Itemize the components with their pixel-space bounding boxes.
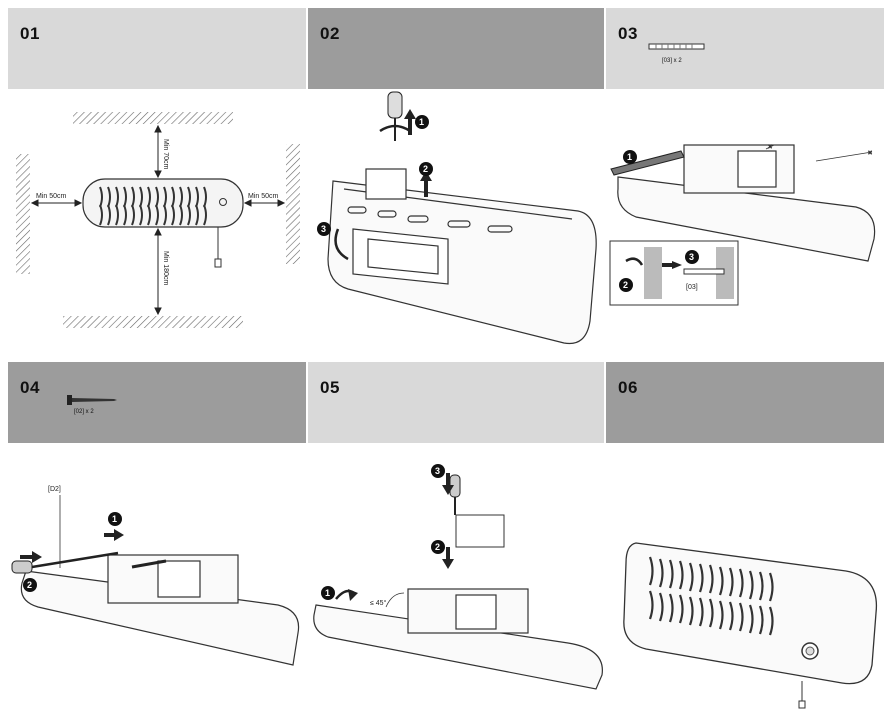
- step-number-01: 01: [20, 24, 40, 43]
- svg-text:2: 2: [435, 542, 440, 552]
- angle-arc: [385, 592, 405, 608]
- heater-front-view: [82, 178, 244, 268]
- step-header-02: 02: [308, 8, 604, 89]
- arrow-icons: [20, 529, 124, 563]
- rotate-arrow-icon: [334, 124, 411, 261]
- step-number-06: 06: [618, 378, 638, 397]
- clearance-diagram: Min 50cm Min 50cm Min 70cm Min 180cm: [16, 112, 300, 328]
- step-number-03: 03: [618, 24, 638, 43]
- floor-hatch: [63, 316, 243, 328]
- wall-plug-icon: [648, 43, 705, 50]
- clearance-right-label: Min 50cm: [248, 193, 279, 200]
- step-panel-03: 03 [03] x 2 × ×: [606, 8, 884, 358]
- screwdriver-icon: [387, 91, 403, 141]
- step-header-03: 03 [03] x 2: [606, 8, 884, 89]
- svg-text:1: 1: [419, 117, 424, 127]
- detail-part-label: [03]: [686, 284, 698, 291]
- callout-label: [D2]: [48, 486, 61, 493]
- mounting-bracket: [352, 168, 449, 285]
- heater-on-wall: [617, 144, 876, 262]
- step-panel-04: 04 [02] x 2 [D2] 1: [8, 362, 306, 710]
- svg-text:1: 1: [112, 514, 117, 524]
- down-arrow-icons: [442, 473, 454, 569]
- step-header-06: 06: [606, 362, 884, 443]
- step-panel-02: 02: [308, 8, 604, 358]
- screw-fixing-illustration: [D2] 1 2: [11, 486, 300, 666]
- marking-lines: × ×: [765, 144, 872, 162]
- step-header-01: 01: [8, 8, 306, 89]
- svg-text:1: 1: [325, 588, 330, 598]
- angle-label: ≤ 45°: [370, 599, 387, 607]
- heater-installed-view: [623, 542, 878, 709]
- svg-text:1: 1: [627, 152, 632, 162]
- svg-text:2: 2: [423, 164, 428, 174]
- svg-text:2: 2: [27, 580, 32, 590]
- left-wall-hatch: [16, 154, 30, 274]
- clearance-left-label: Min 50cm: [36, 193, 67, 200]
- installed-heater-illustration: [623, 542, 878, 709]
- ceiling-hatch: [73, 112, 233, 124]
- svg-text:×: ×: [868, 150, 872, 157]
- step-header-04: 04 [02] x 2: [8, 362, 306, 443]
- bracket-cover: [455, 514, 505, 548]
- screwdriver-icon: [11, 551, 167, 574]
- clearance-arrows: [30, 124, 286, 316]
- drill-marking-illustration: × × 2 3 [03] 1: [609, 144, 876, 306]
- step-marker-1: [623, 150, 637, 164]
- step-panel-01: 01: [8, 8, 306, 358]
- heater-on-bracket: [313, 588, 603, 690]
- step-number-02: 02: [320, 24, 340, 43]
- heater-back-view: [327, 180, 597, 345]
- step-number-05: 05: [320, 378, 340, 397]
- svg-text:3: 3: [689, 252, 694, 262]
- svg-text:2: 2: [623, 280, 628, 290]
- step-panel-06: 06: [606, 362, 884, 710]
- step-markers: 1 2 3: [317, 115, 433, 236]
- heater-on-wall: [20, 554, 300, 666]
- step-number-04: 04: [20, 378, 40, 397]
- clearance-bottom-label: Min 180cm: [162, 251, 169, 285]
- hang-heater-illustration: ≤ 45° 3 2 1: [313, 464, 603, 690]
- svg-text:3: 3: [435, 466, 440, 476]
- screwdriver-icon: [449, 474, 461, 515]
- drill-detail-box: 2 3 [03]: [609, 240, 739, 306]
- part-label-04: [02] x 2: [74, 409, 94, 415]
- pencil-icon: [610, 150, 685, 176]
- svg-text:×: ×: [768, 144, 772, 151]
- step-panel-05: 05 ≤ 45° 3 2 1: [308, 362, 604, 710]
- screw-icon: [67, 395, 117, 405]
- clearance-top-label: Min 70cm: [162, 139, 169, 170]
- svg-text:3: 3: [321, 224, 326, 234]
- part-label-03: [03] x 2: [662, 58, 682, 64]
- bracket-removal-illustration: 1 2 3: [317, 91, 597, 345]
- right-wall-hatch: [286, 144, 300, 264]
- step-header-05: 05: [308, 362, 604, 443]
